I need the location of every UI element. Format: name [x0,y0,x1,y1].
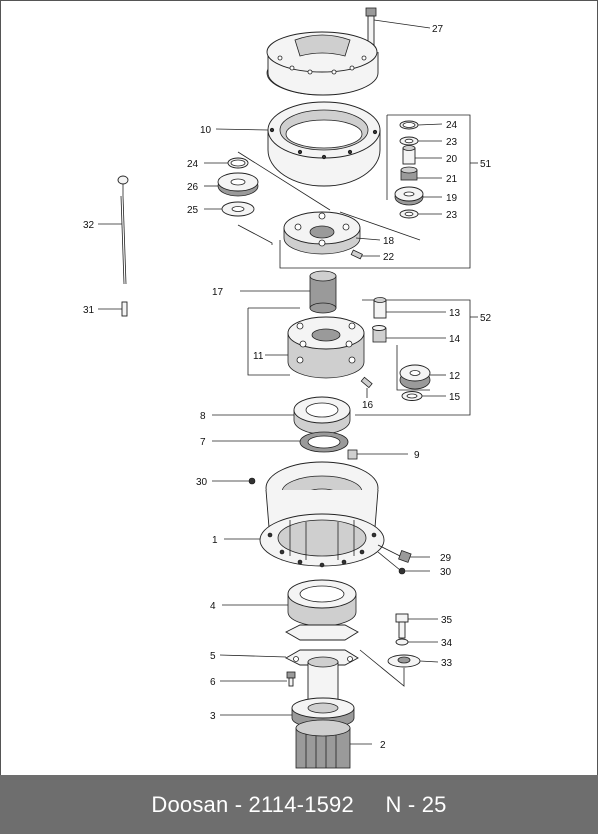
label-23-bottom: 23 [446,210,458,221]
label-52: 52 [480,313,492,324]
part-labels: 27 10 24 26 25 24 23 20 21 19 23 51 18 2… [83,24,492,751]
label-11: 11 [253,351,264,362]
part-34-washer [395,638,438,646]
label-24-left: 24 [187,159,199,170]
part-27-bolt [365,7,431,53]
label-9: 9 [414,450,420,461]
label-23-top: 23 [446,137,458,148]
part-24-snap-ring-right [399,120,443,130]
label-19: 19 [446,193,458,204]
part-4-roller-bearing [222,579,357,627]
part-31-tube [98,301,128,317]
label-18: 18 [383,236,395,247]
label-10: 10 [200,125,212,136]
part-9-plug [347,449,408,460]
part-8-bearing [212,396,351,435]
part-23-washer-bottom [399,209,442,219]
label-24-right: 24 [446,120,458,131]
label-30-bottom: 30 [440,567,452,578]
part-14-bushing [372,325,446,343]
label-25: 25 [187,205,199,216]
label-33: 33 [441,658,453,669]
part-10-ring-gear [215,101,381,187]
label-34: 34 [441,638,453,649]
part-top-cover [266,31,379,96]
label-13: 13 [449,308,461,319]
label-3: 3 [210,711,216,722]
part-6-bolt [220,671,296,687]
exploded-parts-diagram: 27 10 24 26 25 24 23 20 21 19 23 51 18 2… [83,7,492,769]
label-51: 51 [480,159,492,170]
label-26: 26 [187,182,199,193]
label-12: 12 [449,371,461,382]
part-16-pin [360,376,373,398]
label-20: 20 [446,154,458,165]
part-25-thrust-washer [204,201,255,217]
label-16: 16 [362,400,374,411]
label-6: 6 [210,677,216,688]
part-29-fitting [377,544,430,563]
part-5-plate [219,624,359,666]
label-30-top: 30 [196,477,208,488]
part-23-washer-top [399,136,442,146]
part-18-carrier [283,211,421,255]
group-52-bracket [247,299,478,416]
label-17: 17 [212,287,224,298]
footer-bar: Doosan - 2114-1592 N - 25 [0,775,598,834]
part-33-lock-plate [359,649,439,687]
part-12-planet-gear [396,345,446,391]
label-4: 4 [210,601,216,612]
label-27: 27 [432,24,444,35]
part-35-bolt [395,613,438,639]
label-21: 21 [446,174,458,185]
part-22-pin [350,249,380,260]
label-31: 31 [83,305,95,316]
group-51-bracket [279,114,478,269]
label-29: 29 [440,553,452,564]
label-22: 22 [383,252,395,263]
part-26-planet-gear [204,172,259,197]
label-32: 32 [83,220,95,231]
part-30-plug-bottom [377,551,430,575]
label-5: 5 [210,651,216,662]
label-14: 14 [449,334,461,345]
label-2: 2 [380,740,386,751]
part-30-plug-top [212,477,256,485]
part-7-seal [212,431,349,453]
label-35: 35 [441,615,453,626]
part-20-pin [402,145,442,165]
part-3-shaft [220,656,355,729]
part-19-gear [394,186,442,206]
part-1-housing [224,461,385,568]
part-21-bearing [400,166,442,181]
label-15: 15 [449,392,461,403]
label-8: 8 [200,411,206,422]
label-1: 1 [212,535,218,546]
part-13-pin [373,297,446,319]
label-7: 7 [200,437,206,448]
part-32-dipstick [98,175,129,285]
part-17-sun-gear [240,270,337,314]
part-15-washer [401,391,446,401]
part-24-snap-ring [204,157,249,169]
part-11-carrier [265,316,365,379]
footer-part-number: Doosan - 2114-1592 N - 25 [151,791,447,817]
part-2-pinion-gear [295,719,372,769]
